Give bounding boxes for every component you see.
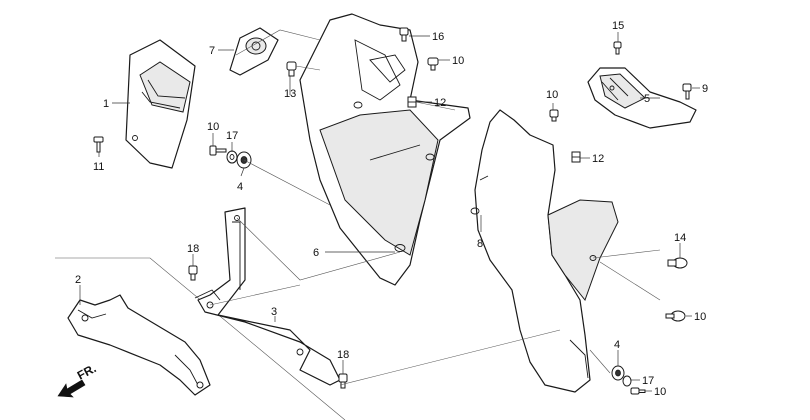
bolt-11[interactable] xyxy=(93,136,104,153)
grommet-14[interactable] xyxy=(667,257,688,269)
callout-10-a: 10 xyxy=(207,121,219,133)
hardware xyxy=(93,27,692,395)
callout-10-b: 10 xyxy=(452,55,464,67)
callout-17-a: 17 xyxy=(226,130,238,142)
callout-4-b: 4 xyxy=(614,339,620,351)
callout-4-a: 4 xyxy=(237,181,243,193)
callout-3: 3 xyxy=(271,306,277,318)
callout-14: 14 xyxy=(674,232,686,244)
callout-11: 11 xyxy=(93,161,104,173)
callout-7: 7 xyxy=(209,45,215,57)
leader-lines xyxy=(79,29,700,392)
bolt-10-a[interactable] xyxy=(209,145,227,156)
callout-12-b: 12 xyxy=(592,153,604,165)
forward-arrow-icon xyxy=(57,379,86,398)
washer-17-b[interactable] xyxy=(622,375,632,387)
callout-9: 9 xyxy=(702,83,708,95)
screw-16[interactable] xyxy=(399,27,409,42)
subassembly-boundary xyxy=(55,257,346,420)
clip-13[interactable] xyxy=(286,61,297,77)
callout-2: 2 xyxy=(75,274,81,286)
bolt-10-e[interactable] xyxy=(630,387,646,395)
bolt-18-a[interactable] xyxy=(188,265,198,281)
bolt-18-b[interactable] xyxy=(338,373,348,389)
stay-bracket[interactable] xyxy=(194,207,341,386)
nut-clip-12-a[interactable] xyxy=(407,96,417,108)
forward-label: FR. xyxy=(75,361,99,382)
front-top-cover[interactable] xyxy=(125,39,196,169)
screw-9[interactable] xyxy=(682,83,692,100)
washer-17-a[interactable] xyxy=(226,150,238,164)
callout-18-a: 18 xyxy=(187,243,199,255)
nut-clip-12-b[interactable] xyxy=(571,151,581,163)
screw-15[interactable] xyxy=(613,41,622,55)
lower-bracket[interactable] xyxy=(67,294,211,396)
clip-10-b[interactable] xyxy=(427,57,439,71)
small-shield[interactable] xyxy=(229,27,279,76)
callout-5: 5 xyxy=(644,93,650,105)
front-inner-cover[interactable] xyxy=(299,13,471,286)
callout-10-d: 10 xyxy=(694,311,706,323)
forward-direction-indicator: FR. xyxy=(57,361,99,398)
callout-8: 8 xyxy=(477,238,483,250)
callout-15: 15 xyxy=(612,20,624,32)
callout-12-a: 12 xyxy=(434,97,446,109)
callout-16: 16 xyxy=(432,31,444,43)
callout-10-e: 10 xyxy=(654,386,666,398)
screw-10-d[interactable] xyxy=(665,310,686,322)
callout-6: 6 xyxy=(313,247,319,259)
grommet-4-b[interactable] xyxy=(611,365,625,381)
callout-labels: 1 2 3 4 4 5 6 7 8 9 10 10 10 10 10 11 12… xyxy=(75,20,708,398)
clip-10-c[interactable] xyxy=(549,109,559,122)
callout-1: 1 xyxy=(103,98,109,110)
callout-10-c: 10 xyxy=(546,89,558,101)
callout-17-b: 17 xyxy=(642,375,654,387)
callout-13: 13 xyxy=(284,88,296,100)
front-lower-cover[interactable] xyxy=(470,109,619,393)
callout-18-b: 18 xyxy=(337,349,349,361)
